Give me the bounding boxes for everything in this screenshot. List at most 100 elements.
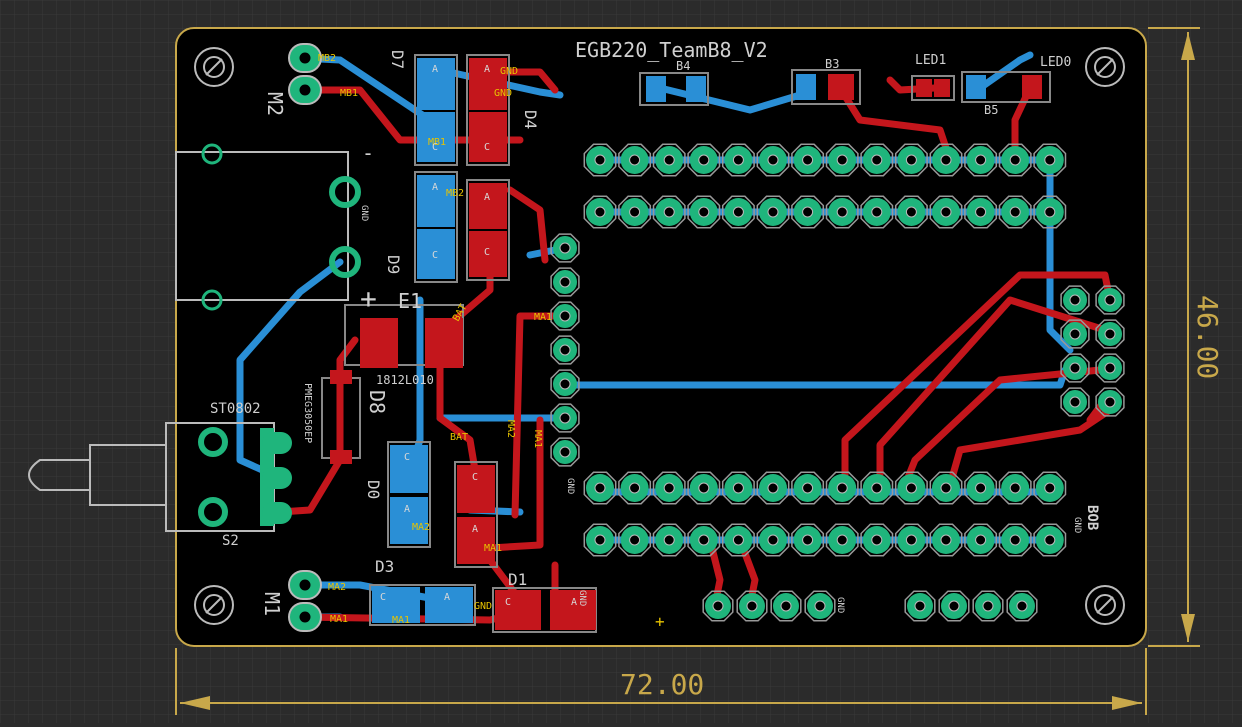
header-pin[interactable] xyxy=(618,471,652,505)
slide-switch-st0802[interactable] xyxy=(28,422,292,532)
header-pin[interactable] xyxy=(860,523,894,557)
label-pmeg: PMEG3050EP xyxy=(302,383,313,443)
header-small-4pin[interactable] xyxy=(702,590,1038,622)
header-pin[interactable] xyxy=(860,471,894,505)
label-m2: M2 xyxy=(263,92,287,116)
header-pin[interactable] xyxy=(583,471,617,505)
header-pin[interactable] xyxy=(860,195,894,229)
header-pin[interactable] xyxy=(1060,353,1090,383)
header-right-2x4[interactable] xyxy=(1060,285,1125,417)
label-s2: S2 xyxy=(222,533,239,549)
header-pin[interactable] xyxy=(550,233,580,263)
header-pin[interactable] xyxy=(550,403,580,433)
header-pin[interactable] xyxy=(1095,285,1125,315)
header-pin[interactable] xyxy=(550,335,580,365)
header-pin[interactable] xyxy=(1060,285,1090,315)
header-pin[interactable] xyxy=(1006,590,1038,622)
header-pin[interactable] xyxy=(929,143,963,177)
header-pin[interactable] xyxy=(904,590,936,622)
header-pin[interactable] xyxy=(998,195,1032,229)
header-pin[interactable] xyxy=(1033,195,1067,229)
header-pin[interactable] xyxy=(550,267,580,297)
header-pin[interactable] xyxy=(894,523,928,557)
through-hole-pads[interactable] xyxy=(288,43,322,632)
header-pin[interactable] xyxy=(791,195,825,229)
header-pin[interactable] xyxy=(756,523,790,557)
header-pin[interactable] xyxy=(1033,143,1067,177)
header-pin[interactable] xyxy=(1095,353,1125,383)
header-pin[interactable] xyxy=(791,471,825,505)
header-pin[interactable] xyxy=(964,195,998,229)
header-pin[interactable] xyxy=(550,437,580,467)
header-pin[interactable] xyxy=(721,143,755,177)
header-pin[interactable] xyxy=(998,471,1032,505)
header-pin[interactable] xyxy=(791,143,825,177)
header-top-double-row[interactable] xyxy=(583,143,1067,229)
battery-connector[interactable] xyxy=(175,143,361,311)
header-pin[interactable] xyxy=(825,471,859,505)
header-pin[interactable] xyxy=(972,590,1004,622)
header-pin[interactable] xyxy=(1095,387,1125,417)
header-pin[interactable] xyxy=(1060,387,1090,417)
header-pin[interactable] xyxy=(804,590,836,622)
header-pin[interactable] xyxy=(687,471,721,505)
header-pin[interactable] xyxy=(756,143,790,177)
header-pin[interactable] xyxy=(583,523,617,557)
header-pin[interactable] xyxy=(721,523,755,557)
header-bottom-double-row[interactable] xyxy=(583,471,1067,557)
header-pin[interactable] xyxy=(1033,523,1067,557)
header-pin[interactable] xyxy=(964,523,998,557)
header-pin[interactable] xyxy=(929,195,963,229)
header-pin[interactable] xyxy=(687,143,721,177)
header-pin[interactable] xyxy=(1033,471,1067,505)
header-pin[interactable] xyxy=(998,143,1032,177)
header-pin[interactable] xyxy=(825,143,859,177)
header-pin[interactable] xyxy=(964,471,998,505)
header-vertical[interactable] xyxy=(550,233,580,467)
header-pin[interactable] xyxy=(687,523,721,557)
header-pin[interactable] xyxy=(618,523,652,557)
header-pin[interactable] xyxy=(687,195,721,229)
net-label-mb2: MB2 xyxy=(318,53,336,64)
net-label-ma1-header: MA1 xyxy=(534,312,552,323)
header-pin[interactable] xyxy=(736,590,768,622)
header-pin[interactable] xyxy=(825,195,859,229)
header-pin[interactable] xyxy=(721,471,755,505)
header-pin[interactable] xyxy=(550,369,580,399)
net-label-mb1-center: MB1 xyxy=(428,137,446,148)
header-pin[interactable] xyxy=(825,523,859,557)
header-pin[interactable] xyxy=(964,143,998,177)
header-pin[interactable] xyxy=(550,301,580,331)
header-pin[interactable] xyxy=(721,195,755,229)
net-label-ma2-center: MA2 xyxy=(412,522,430,533)
header-pin[interactable] xyxy=(702,590,734,622)
pad-letter-a: A xyxy=(484,64,490,75)
header-pin[interactable] xyxy=(652,143,686,177)
header-pin[interactable] xyxy=(894,143,928,177)
header-pin[interactable] xyxy=(652,523,686,557)
header-pin[interactable] xyxy=(929,471,963,505)
header-pin[interactable] xyxy=(618,143,652,177)
pad-letter-c: C xyxy=(484,247,490,258)
header-pin[interactable] xyxy=(583,143,617,177)
smd-components[interactable] xyxy=(321,54,1051,633)
header-pin[interactable] xyxy=(756,195,790,229)
header-pin[interactable] xyxy=(791,523,825,557)
header-pin[interactable] xyxy=(998,523,1032,557)
label-minus: - xyxy=(362,141,374,165)
header-pin[interactable] xyxy=(929,523,963,557)
header-pin[interactable] xyxy=(894,471,928,505)
header-pin[interactable] xyxy=(756,471,790,505)
header-pin[interactable] xyxy=(894,195,928,229)
header-pin[interactable] xyxy=(1095,319,1125,349)
pad-letter-c: C xyxy=(472,472,478,483)
header-pin[interactable] xyxy=(618,195,652,229)
header-pin[interactable] xyxy=(583,195,617,229)
header-pin[interactable] xyxy=(652,195,686,229)
header-pin[interactable] xyxy=(1060,319,1090,349)
header-pin[interactable] xyxy=(652,471,686,505)
header-pin[interactable] xyxy=(938,590,970,622)
header-pin[interactable] xyxy=(860,143,894,177)
header-pin[interactable] xyxy=(770,590,802,622)
